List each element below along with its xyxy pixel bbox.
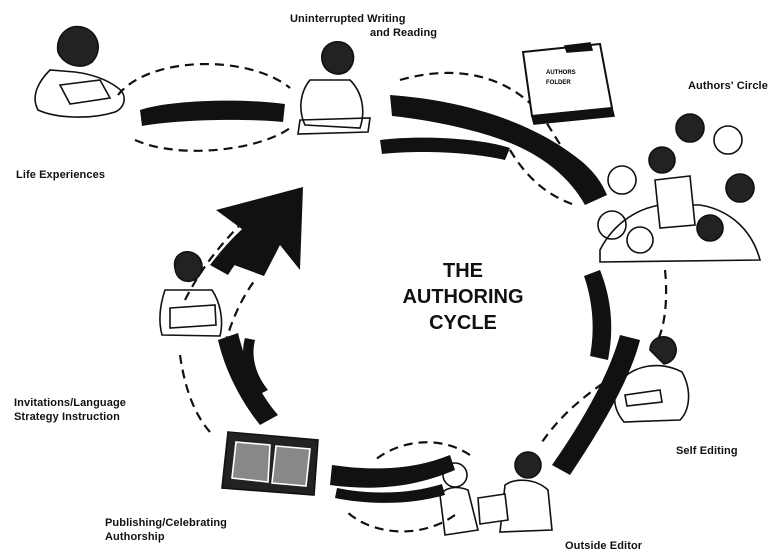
label-publishing-celebrating: Publishing/Celebrating Authorship <box>105 517 227 543</box>
authors-circle-group-icon <box>597 113 762 263</box>
dashed-arc-selfedit-outside <box>539 374 616 446</box>
band-inner-curve <box>243 338 268 395</box>
cycle-band <box>140 95 640 503</box>
folder-label-line-1: AUTHORS <box>546 70 576 76</box>
band-selfedit-outside <box>552 335 640 475</box>
dashed-arc-life-bottom <box>134 127 291 152</box>
label-uninterrupted-writing: Uninterrupted Writing and Reading <box>290 13 438 39</box>
band-writing-lower <box>380 137 510 160</box>
dashed-arc-outside-publishing <box>344 509 456 533</box>
label-invitations-strategy: Invitations/Language Strategy Instructio… <box>14 397 127 423</box>
dashed-connectors <box>117 62 668 533</box>
center-title-line-1: THE <box>443 260 483 282</box>
authors-folder-icon <box>521 42 616 125</box>
illustrations <box>34 25 762 536</box>
label-authors-circle: Authors' Circle <box>688 80 768 92</box>
folder-label-line-2: FOLDER <box>546 80 571 86</box>
outside-editor-icon <box>439 451 553 536</box>
band-life-writing <box>140 100 285 126</box>
dashed-arc-invitations-arrow <box>184 224 241 301</box>
self-editing-icon <box>613 336 690 423</box>
center-title: THE AUTHORING CYCLE <box>388 258 538 336</box>
center-title-line-3: CYCLE <box>429 312 497 334</box>
label-life-experiences: Life Experiences <box>16 169 106 181</box>
child-reading-icon <box>34 25 125 118</box>
child-with-book-icon <box>159 251 223 337</box>
dashed-arc-inner-left <box>223 279 256 346</box>
dashed-arc-outside-lower <box>374 441 471 461</box>
band-publishing-invitations <box>218 333 278 425</box>
dashed-arc-circle-selfedit <box>654 269 668 346</box>
label-outside-editor: Outside Editor <box>565 540 643 552</box>
cycle-arrow-head <box>216 187 303 276</box>
dashed-arc-circle-inner <box>509 149 576 207</box>
center-title-line-2: AUTHORING <box>402 286 524 308</box>
label-self-editing: Self Editing <box>676 445 738 457</box>
dashed-arc-life-top <box>117 62 291 96</box>
child-writing-icon <box>297 41 371 135</box>
band-outside-publishing <box>330 455 455 488</box>
band-circle-selfedit <box>584 270 612 360</box>
band-writing-circle <box>390 95 607 205</box>
band-outside-publishing-lower <box>335 484 445 503</box>
dashed-arc-publishing-invitations <box>178 354 211 433</box>
published-book-icon <box>221 431 319 496</box>
